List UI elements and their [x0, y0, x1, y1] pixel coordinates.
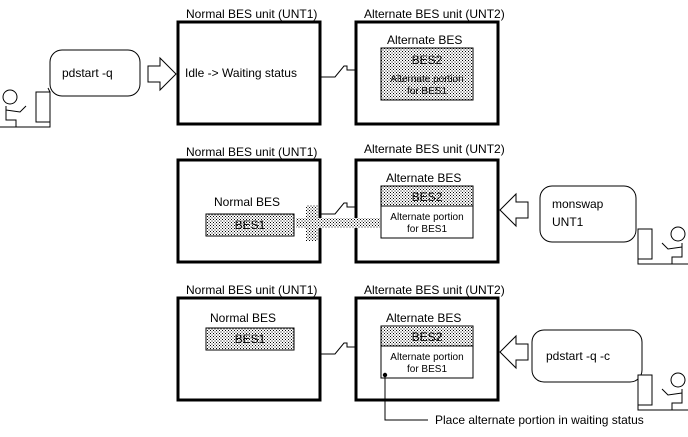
- panel3-alt-portion-line2: for BES1: [407, 364, 447, 375]
- panel3-normal-bes-title: Normal BES: [210, 311, 276, 325]
- panel2-bes1-box: [205, 213, 295, 237]
- panel2-bes2-label: BES2: [412, 190, 443, 204]
- panel2-alternate-bes-title: Alternate BES: [386, 171, 461, 185]
- panel3-bes2-label: BES2: [412, 330, 443, 344]
- panel2-normal-unit-label: Normal BES unit (UNT1): [186, 145, 317, 159]
- panel2-migration-band: [296, 218, 380, 228]
- panel3-normal-unit-label: Normal BES unit (UNT1): [186, 283, 317, 297]
- panel2-arrow-icon: [499, 192, 529, 228]
- operator-icon: [637, 226, 688, 265]
- panel3-alternate-bes-title: Alternate BES: [386, 311, 461, 325]
- panel-3: Normal BES unit (UNT1) Alternate BES uni…: [176, 283, 688, 427]
- operator-icon: [637, 372, 688, 411]
- panel2-migration-drop: [306, 205, 318, 241]
- panel1-bes2-label: BES2: [412, 53, 443, 67]
- operator-icon: [0, 87, 51, 128]
- panel1-normal-unit-box: [176, 20, 322, 126]
- panel1-alt-portion-line2: for BES1: [407, 86, 447, 97]
- panel3-command-text: pdstart -q -c: [546, 349, 610, 363]
- panel3-bes1-box: [205, 327, 295, 351]
- panel3-network-link: [320, 342, 356, 355]
- panel1-alternate-unit-label: Alternate BES unit (UNT2): [364, 7, 505, 21]
- panel3-callout-note: Place alternate portion in waiting statu…: [435, 413, 644, 427]
- panel2-normal-bes-title: Normal BES: [214, 195, 280, 209]
- panel1-alt-portion-line1: Alternate portion: [390, 74, 463, 85]
- panel2-normal-unit-box: [176, 158, 322, 264]
- panel2-alternate-unit-label: Alternate BES unit (UNT2): [364, 142, 505, 156]
- panel-2: Normal BES unit (UNT1) Alternate BES uni…: [176, 142, 688, 265]
- panel3-command-bubble: [531, 329, 643, 383]
- panel2-command-line1: monswap: [552, 197, 604, 211]
- panel2-alt-portion-line2: for BES1: [407, 224, 447, 235]
- panel3-alt-portion-line1: Alternate portion: [390, 352, 463, 363]
- panel3-callout-line: [384, 375, 428, 421]
- panel2-bes2-box: [380, 185, 474, 207]
- panel2-command-bubble: [539, 185, 637, 243]
- panel2-command-line2: UNT1: [552, 215, 584, 229]
- panel3-bes2-box: [380, 325, 474, 347]
- panel-1: Normal BES unit (UNT1) Alternate BES uni…: [0, 7, 505, 128]
- panel2-alt-portion-line1: Alternate portion: [390, 212, 463, 223]
- panel1-network-link: [320, 65, 356, 78]
- panel1-normal-unit-label: Normal BES unit (UNT1): [186, 7, 317, 21]
- panel2-network-link: [320, 202, 356, 215]
- panel3-alternate-unit-label: Alternate BES unit (UNT2): [364, 283, 505, 297]
- panel1-command-bubble: [49, 49, 141, 97]
- panel1-status-text: Idle -> Waiting status: [185, 66, 297, 80]
- panel3-bes1-label: BES1: [235, 332, 266, 346]
- panel1-alternate-bes-title: Alternate BES: [387, 33, 462, 47]
- panel1-arrow-icon: [147, 56, 177, 92]
- panel1-command-text: pdstart -q: [62, 66, 113, 80]
- panel3-alternate-unit-box: [354, 296, 500, 402]
- panel2-bes1-label: BES1: [235, 218, 266, 232]
- panel1-bes2-box: [380, 47, 474, 101]
- panel3-arrow-icon: [499, 334, 529, 370]
